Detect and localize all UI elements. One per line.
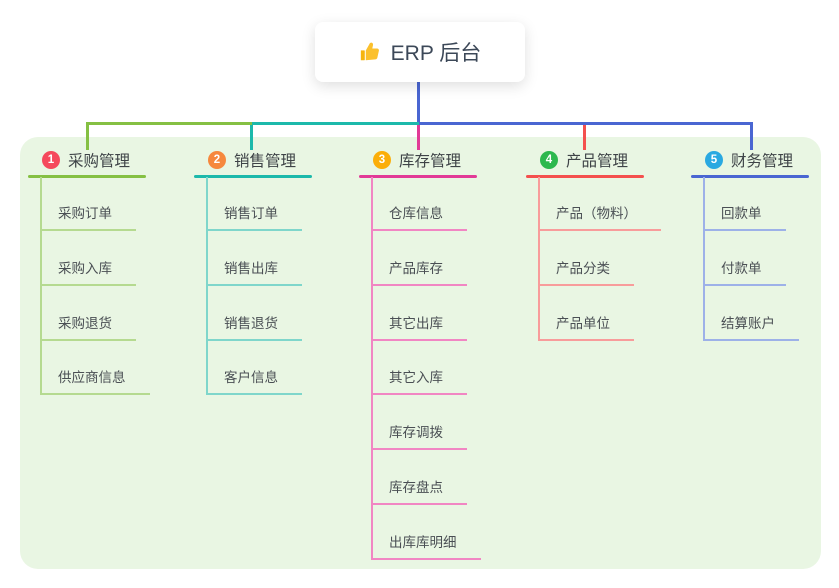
child-node[interactable]: 产品库存 (371, 254, 467, 286)
branches-panel-background (20, 137, 821, 569)
child-node-label: 采购入库 (58, 261, 112, 276)
child-node-label: 库存调拨 (389, 425, 443, 440)
branch-drop-line (583, 122, 586, 150)
child-node-label: 产品（物料） (556, 206, 637, 221)
child-node[interactable]: 出库库明细 (371, 528, 481, 560)
child-node[interactable]: 结算账户 (703, 309, 799, 341)
branch-rail-segment (419, 122, 753, 125)
child-node-label: 出库库明细 (389, 535, 457, 550)
root-node-label: ERP 后台 (390, 42, 482, 65)
children-spine-line (703, 177, 705, 339)
branch-drop-line (750, 122, 753, 150)
branch-header-4[interactable]: 4 产品管理 (540, 149, 628, 171)
child-node[interactable]: 产品单位 (538, 309, 634, 341)
child-node[interactable]: 产品分类 (538, 254, 634, 286)
child-node[interactable]: 采购入库 (40, 254, 136, 286)
child-node[interactable]: 仓库信息 (371, 199, 467, 231)
child-node[interactable]: 产品（物料） (538, 199, 661, 231)
child-node[interactable]: 库存盘点 (371, 473, 467, 505)
branch-number-badge: 4 (540, 151, 558, 169)
branch-number-badge: 5 (705, 151, 723, 169)
child-node-label: 销售订单 (224, 206, 278, 221)
child-node[interactable]: 库存调拨 (371, 418, 467, 450)
branch-header-5[interactable]: 5 财务管理 (705, 149, 793, 171)
root-connector-line (417, 82, 420, 123)
thumbs-up-icon (359, 41, 381, 63)
branch-title-label: 采购管理 (68, 153, 131, 170)
branch-header-2[interactable]: 2 销售管理 (208, 149, 296, 171)
child-node-label: 仓库信息 (389, 206, 443, 221)
child-node-label: 付款单 (721, 261, 762, 276)
child-node[interactable]: 其它出库 (371, 309, 467, 341)
child-node-label: 结算账户 (721, 316, 775, 331)
child-node-label: 产品单位 (556, 316, 610, 331)
branch-drop-line (250, 122, 253, 150)
branch-title-label: 财务管理 (731, 153, 794, 170)
child-node-label: 其它入库 (389, 370, 443, 385)
root-node[interactable]: ERP 后台 (315, 22, 525, 82)
children-spine-line (371, 177, 373, 558)
branch-number-badge: 2 (208, 151, 226, 169)
branch-number-badge: 1 (42, 151, 60, 169)
branch-header-3[interactable]: 3 库存管理 (373, 149, 461, 171)
child-node[interactable]: 客户信息 (206, 363, 302, 395)
child-node[interactable]: 其它入库 (371, 363, 467, 395)
branch-underline (526, 175, 644, 178)
child-node-label: 供应商信息 (58, 370, 126, 385)
child-node-label: 销售出库 (224, 261, 278, 276)
child-node-label: 产品库存 (389, 261, 443, 276)
branch-underline (28, 175, 146, 178)
branch-rail-segment (86, 122, 252, 125)
child-node-label: 其它出库 (389, 316, 443, 331)
branch-header-1[interactable]: 1 采购管理 (42, 149, 130, 171)
child-node[interactable]: 销售出库 (206, 254, 302, 286)
child-node-label: 采购订单 (58, 206, 112, 221)
child-node-label: 回款单 (721, 206, 762, 221)
child-node-label: 客户信息 (224, 370, 278, 385)
child-node[interactable]: 回款单 (703, 199, 786, 231)
child-node[interactable]: 供应商信息 (40, 363, 150, 395)
child-node[interactable]: 付款单 (703, 254, 786, 286)
child-node[interactable]: 销售订单 (206, 199, 302, 231)
branch-title-label: 产品管理 (566, 153, 629, 170)
branch-drop-line (86, 122, 89, 150)
child-node-label: 采购退货 (58, 316, 112, 331)
child-node[interactable]: 采购退货 (40, 309, 136, 341)
branch-underline (691, 175, 809, 178)
branch-number-badge: 3 (373, 151, 391, 169)
child-node[interactable]: 销售退货 (206, 309, 302, 341)
branch-drop-line (417, 122, 420, 150)
children-spine-line (538, 177, 540, 339)
branch-underline (359, 175, 477, 178)
child-node-label: 产品分类 (556, 261, 610, 276)
child-node-label: 销售退货 (224, 316, 278, 331)
child-node-label: 库存盘点 (389, 480, 443, 495)
branch-underline (194, 175, 312, 178)
branch-title-label: 销售管理 (234, 153, 297, 170)
branch-title-label: 库存管理 (399, 153, 462, 170)
branch-rail-segment (252, 122, 419, 125)
child-node[interactable]: 采购订单 (40, 199, 136, 231)
